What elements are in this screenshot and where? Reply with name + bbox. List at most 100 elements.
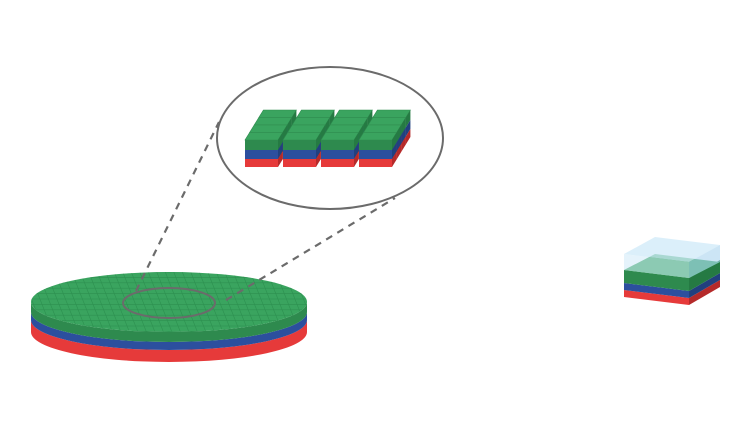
pixel-blue-side [396, 135, 402, 152]
pixel-top-face [258, 109, 297, 118]
pixel-blue-side [354, 142, 359, 159]
wafer-disk [0, 270, 378, 362]
pixel-blue-layer [359, 150, 392, 159]
pixel-red-side [405, 129, 411, 145]
wafer-grid-line [309, 270, 335, 336]
pixel-green-layer [245, 140, 278, 150]
wafer-grid-line [215, 272, 242, 332]
pixel-red-side [278, 151, 283, 167]
wafer-grid-line [232, 272, 259, 332]
pixel-green-side [320, 125, 326, 143]
pixel-top-face [253, 117, 293, 126]
wafer-grid-line [104, 272, 132, 332]
pixel-green-side [358, 125, 364, 143]
pixel-top-face [320, 132, 360, 141]
wafer-grid-line [335, 270, 361, 336]
wafer-grid-line [113, 272, 140, 332]
pixel-layer-top-green-side [689, 260, 720, 291]
wafer-layer-middle-blue [31, 312, 307, 350]
pixel-layer-bottom-red-side [689, 280, 720, 305]
pixel-blue-side [316, 142, 321, 159]
wafer-grid-line [147, 272, 174, 332]
wafer-grid-line [198, 272, 225, 332]
pixel-green-side [396, 125, 402, 143]
zoom-region-marker [122, 287, 216, 319]
pixel-green-side [367, 110, 373, 128]
wafer-grid-line [155, 272, 183, 332]
pixel-red-side [396, 144, 402, 160]
wafer-grid-line [181, 272, 208, 332]
zoom-leader-line-right [225, 197, 396, 301]
wafer-grid-line [130, 272, 157, 332]
pixel-cell [320, 132, 360, 167]
pixel-green-side [405, 110, 411, 128]
pixel-green-layer [321, 140, 354, 150]
wafer-grid-line [0, 270, 4, 336]
encapsulation-cover-front [624, 254, 689, 278]
pixel-red-layer [321, 159, 354, 167]
wafer-grid-line [121, 272, 149, 332]
pixel-red-layer [283, 159, 316, 167]
wafer-grid-line [352, 270, 378, 336]
pixel-top-face [334, 109, 373, 118]
encapsulation-cover-top [624, 237, 720, 262]
wafer-grid-line [326, 270, 352, 336]
pixel-top-face [329, 117, 369, 126]
pixel-green-side [291, 110, 297, 128]
pixel-layer-middle-blue-front [624, 283, 689, 298]
pixel-blue-side [401, 127, 406, 144]
wafer-grid-line [70, 272, 98, 332]
pixel-cell [358, 132, 398, 167]
pixel-green-layer [359, 140, 392, 150]
pixel-top-face [244, 132, 284, 141]
wafer-grid-line [87, 272, 115, 332]
pixel-top-face [367, 117, 407, 126]
pixel-layer-middle-blue-side [689, 273, 720, 298]
wafer-grid-line [164, 272, 191, 332]
wafer-grid-line [0, 270, 21, 336]
pixel-layer-bottom-red-front [624, 290, 689, 305]
pixel-cell [282, 132, 322, 167]
pixel-blue-layer [321, 150, 354, 159]
pixel-green-side [287, 117, 292, 135]
pixel-red-layer [245, 159, 278, 167]
encapsulated-pixel [624, 237, 720, 305]
pixel-blue-layer [245, 150, 278, 159]
pixel-top-face [363, 124, 402, 133]
pixel-blue-side [405, 120, 411, 137]
wafer-grid-line [318, 270, 344, 336]
pixel-top-face [372, 109, 411, 118]
wafer-grid-line [138, 272, 166, 332]
wafer-grid-line [206, 272, 234, 332]
pixel-layer-top-green-front [624, 270, 689, 291]
pixel-top-face [287, 124, 326, 133]
encapsulation-cover-side [689, 245, 720, 278]
wafer-grid-line [223, 272, 251, 332]
wafer-grid-line [0, 270, 12, 336]
pixel-green-layer [283, 140, 316, 150]
pixel-red-side [392, 151, 397, 167]
wafer-layer-top-green-side [31, 302, 307, 342]
pixel-green-side [278, 132, 283, 150]
pixel-green-side [329, 110, 335, 128]
pixel-green-side [354, 132, 359, 150]
pixel-top-face [325, 124, 364, 133]
pixel-green-side [325, 117, 330, 135]
zoom-leader-line-left [135, 121, 220, 292]
pixel-top-face [282, 132, 322, 141]
pixel-top-face [291, 117, 331, 126]
pixel-red-side [354, 151, 359, 167]
pixel-cell [244, 132, 284, 167]
wafer-top-face [31, 272, 307, 332]
pixel-blue-side [392, 142, 397, 159]
wafer-grid-line [189, 272, 217, 332]
wafer-layer-bottom-red [31, 320, 307, 362]
pixel-green-side [316, 132, 321, 150]
wafer-grid-line [343, 270, 369, 336]
pixel-top-face [296, 109, 335, 118]
wafer-grid-line [79, 272, 106, 332]
pixel-blue-layer [283, 150, 316, 159]
pixel-top-face [249, 124, 288, 133]
